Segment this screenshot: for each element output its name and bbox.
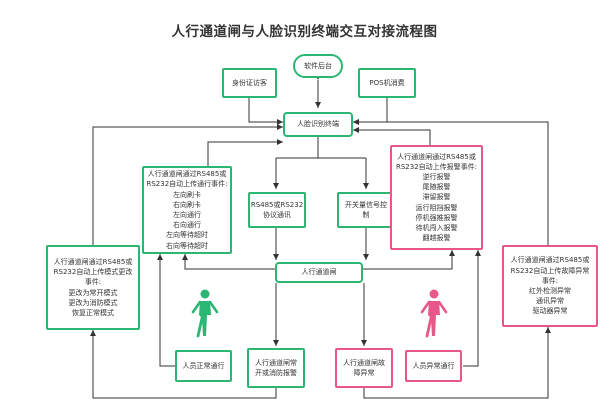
node-id-visitor-label: 身份证访客 bbox=[232, 78, 267, 87]
pass-events-line: 右向刷卡 bbox=[173, 200, 201, 209]
connector-mode-terminal bbox=[92, 124, 283, 245]
connector-abnormalpass-alarm bbox=[463, 250, 481, 367]
connector-gatefault-fault bbox=[363, 327, 551, 399]
fault-events-line: RS232自动上传故障异常 bbox=[510, 266, 590, 275]
connector-normalpass-leftevents bbox=[157, 254, 175, 367]
fault-events-line: 人行通道闸通过RS485或 bbox=[510, 256, 590, 265]
node-fault-events: 人行通道闸通过RS485或 RS232自动上传故障异常 事件: 红外检测异常 通… bbox=[502, 245, 598, 327]
mode-events-line: RS232自动上传模式更改 bbox=[53, 268, 133, 277]
alarm-events-line: 待机闯入报警 bbox=[415, 224, 458, 232]
node-id-visitor: 身份证访客 bbox=[222, 68, 277, 98]
node-abnormal-pass: 人员异常通行 bbox=[405, 350, 462, 382]
node-switch-signal: 开关量信号控 制 bbox=[337, 192, 395, 228]
pass-events-line: 左向通行 bbox=[173, 211, 201, 219]
node-alarm-events: 人行通道闸通过RS485或 RS232自动上传报警事件: 逆行报警 尾随报警 滞… bbox=[390, 145, 483, 250]
connector-idvisitor-terminal bbox=[248, 98, 283, 125]
alarm-events-line: 人行通道闸通过RS485或 bbox=[397, 152, 476, 161]
node-pos: POS机消费 bbox=[358, 68, 416, 98]
normally-open-line: 人行通道闸常 bbox=[255, 358, 297, 367]
connector-alarm-terminal bbox=[353, 127, 431, 145]
node-normal-pass-label: 人员正常通行 bbox=[182, 361, 225, 370]
mode-events-line: 恢复正常模式 bbox=[72, 308, 114, 317]
mode-events-line: 事件: bbox=[84, 278, 102, 287]
node-face-terminal: 人脸识别终端 bbox=[283, 112, 353, 137]
pass-events-line: 左向等待超时 bbox=[166, 231, 208, 240]
connector-pos-terminal bbox=[353, 98, 388, 125]
mode-events-line: 更改为消防模式 bbox=[68, 298, 118, 307]
connector-fault-terminal bbox=[353, 119, 549, 245]
node-gate-label: 人行通道闸 bbox=[301, 268, 337, 277]
switch-signal-line: 开关量信号控 bbox=[345, 200, 387, 209]
person-abnormal-icon bbox=[420, 289, 448, 338]
pass-events-line: 左向刷卡 bbox=[173, 190, 201, 199]
connector-normallyopen-mode bbox=[90, 330, 277, 399]
alarm-events-line: 运行阻挡报警 bbox=[415, 203, 458, 212]
rs485-line: RS485或RS232 bbox=[250, 200, 304, 209]
node-pos-label: POS机消费 bbox=[369, 78, 405, 87]
gate-fault-line: 人行通道闸故 bbox=[343, 358, 385, 367]
gate-fault-line: 障异常 bbox=[353, 369, 375, 377]
node-face-terminal-label: 人脸识别终端 bbox=[297, 120, 339, 129]
alarm-events-line: RS232自动上传报警事件: bbox=[395, 162, 478, 171]
alarm-events-line: 停机强推报警 bbox=[415, 213, 458, 222]
node-backend-label: 软件后台 bbox=[304, 61, 332, 70]
switch-signal-line: 制 bbox=[362, 211, 370, 219]
fault-events-line: 事件: bbox=[541, 276, 559, 285]
alarm-events-line: 尾随报警 bbox=[422, 183, 451, 192]
node-normally-open: 人行通道闸常 开或消防报警 bbox=[247, 348, 305, 388]
connector-leftevents-terminal bbox=[207, 139, 283, 166]
alarm-events-line: 滞留报警 bbox=[422, 193, 451, 202]
pass-events-line: 右向等待超时 bbox=[166, 241, 208, 250]
fault-events-line: 红外检测异常 bbox=[529, 287, 571, 295]
mode-events-line: 更改为常开模式 bbox=[68, 288, 118, 297]
connector-gate-leftevents bbox=[182, 254, 275, 270]
person-normal-icon bbox=[191, 289, 219, 338]
pass-events-line: 人行通道闸通过RS485或 bbox=[147, 170, 227, 179]
node-gate-fault: 人行通道闸故 障异常 bbox=[335, 348, 393, 388]
mode-events-line: 人行通道闸通过RS485或 bbox=[53, 257, 133, 266]
node-mode-events: 人行通道闸通过RS485或 RS232自动上传模式更改 事件: 更改为常开模式 … bbox=[46, 245, 140, 330]
node-normal-pass: 人员正常通行 bbox=[175, 350, 232, 382]
rs485-line: 协议通讯 bbox=[263, 211, 291, 219]
fault-events-line: 通讯异常 bbox=[536, 297, 564, 306]
node-backend: 软件后台 bbox=[293, 54, 343, 78]
alarm-events-line: 逆行报警 bbox=[422, 172, 451, 181]
alarm-events-line: 翻越报警 bbox=[422, 234, 451, 243]
normally-open-line: 开或消防报警 bbox=[255, 369, 297, 377]
connector-gate-alarm bbox=[363, 250, 455, 270]
node-pass-events: 人行通道闸通过RS485或 RS232自动上传通行事件: 左向刷卡 右向刷卡 左… bbox=[142, 166, 232, 254]
diagram-title: 人行通道闸与人脸识别终端交互对接流程图 bbox=[171, 24, 438, 40]
node-gate: 人行通道闸 bbox=[275, 262, 363, 283]
pass-events-line: RS232自动上传通行事件: bbox=[146, 180, 228, 189]
node-abnormal-pass-label: 人员异常通行 bbox=[412, 361, 455, 370]
pass-events-line: 右向通行 bbox=[173, 221, 201, 230]
node-rs485: RS485或RS232 协议通讯 bbox=[248, 192, 306, 228]
fault-events-line: 驱动器异常 bbox=[532, 307, 568, 316]
